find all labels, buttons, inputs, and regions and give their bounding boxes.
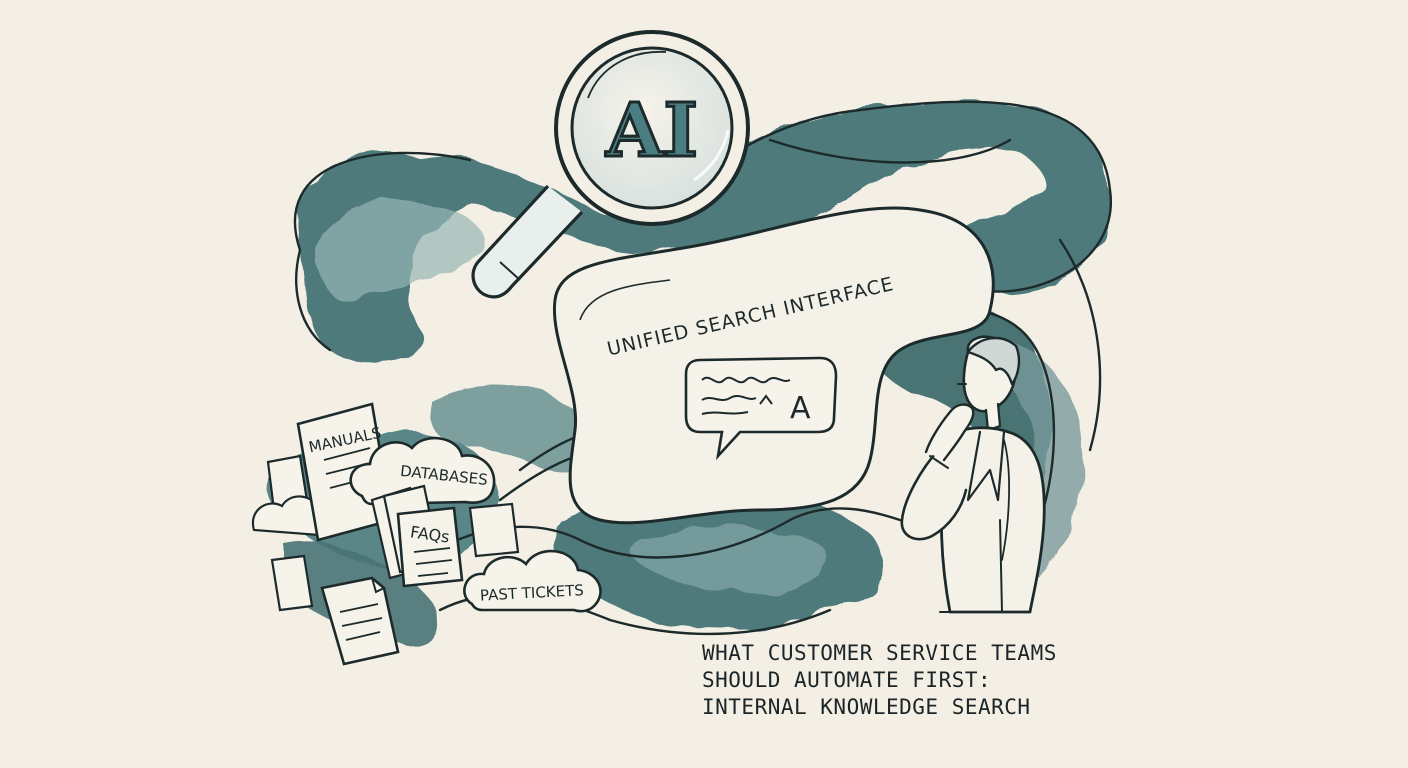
magnifier-ai-label: AI <box>605 88 698 174</box>
knowledge-sources: MANUALS DATABASES FAQs PAST TICKETS <box>251 402 602 666</box>
ai-magnifier-icon: AI <box>471 30 750 299</box>
chat-bubble-letter: A <box>790 391 811 426</box>
search-interface-panel: UNIFIED SEARCH INTERFACE A <box>552 206 995 525</box>
past-tickets-cloud-icon: PAST TICKETS <box>463 549 602 613</box>
manuals-document-icon: MANUALS <box>296 402 394 542</box>
caption-headline: WHAT CUSTOMER SERVICE TEAMS SHOULD AUTOM… <box>702 640 1142 721</box>
caption-line-3: INTERNAL KNOWLEDGE SEARCH <box>702 695 1031 719</box>
caption-line-1: WHAT CUSTOMER SERVICE TEAMS <box>702 641 1057 665</box>
chat-bubble-icon: A <box>684 356 838 461</box>
caption-line-2: SHOULD AUTOMATE FIRST: <box>702 668 992 692</box>
document-icon <box>320 576 400 666</box>
databases-cloud-icon: DATABASES <box>349 436 496 506</box>
past-tickets-label: PAST TICKETS <box>480 581 585 604</box>
thinking-person-figure <box>900 335 1046 614</box>
faqs-document-stack-icon: FAQs <box>370 484 520 588</box>
